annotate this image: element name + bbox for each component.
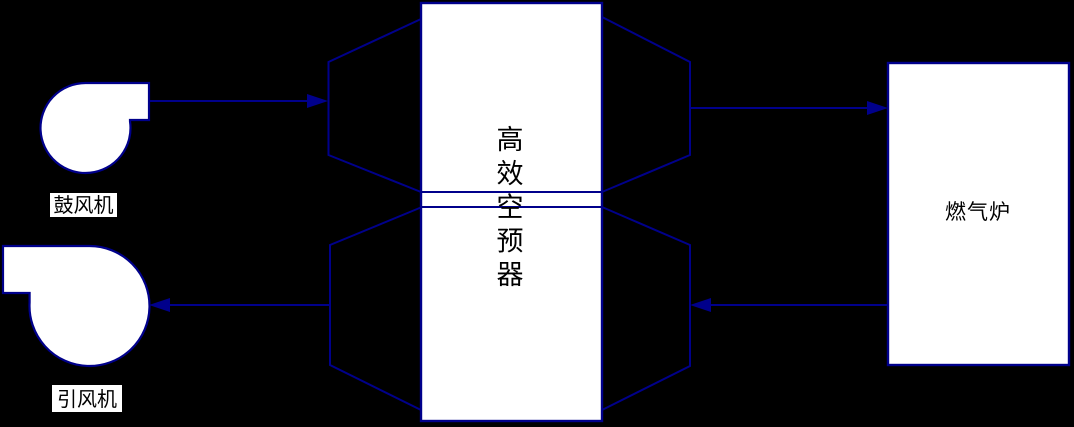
arrow-preheater-to-induced-fan	[149, 298, 330, 312]
arrow-furnace-to-preheater-head-icon	[690, 298, 711, 312]
furnace-box	[886, 61, 1071, 367]
preheater-label-char-1: 高	[497, 125, 524, 155]
preheater-label-char-4: 预	[497, 226, 524, 256]
duct-funnel-bottom-right	[601, 206, 691, 411]
blower-label-bg	[50, 193, 117, 217]
preheater-label-char-3: 空	[497, 193, 524, 223]
blower-label-group: 鼓风机	[50, 193, 117, 217]
preheater-label: 高 效 空 预 器	[497, 125, 524, 290]
induced-fan-label: 引风机	[57, 388, 117, 411]
induced-fan-icon	[1, 244, 151, 368]
blower-fan-icon	[39, 81, 151, 175]
preheater-label-char-5: 器	[497, 260, 524, 290]
arrow-furnace-to-preheater	[690, 298, 888, 312]
duct-funnel-bottom-left	[329, 206, 423, 411]
induced-fan-label-bg	[52, 385, 122, 412]
furnace-label: 燃气炉	[945, 201, 1011, 224]
duct-funnel-top-left	[327, 18, 422, 193]
blower-label: 鼓风机	[54, 194, 114, 217]
arrow-preheater-to-induced-fan-head-icon	[149, 298, 170, 312]
arrow-blower-to-preheater-head-icon	[307, 94, 328, 108]
duct-funnel-top-right	[601, 16, 691, 193]
induced-fan-label-group: 引风机	[52, 385, 122, 412]
arrow-preheater-to-furnace-head-icon	[867, 101, 888, 115]
preheater-box	[419, 1, 604, 423]
preheater-label-char-2: 效	[497, 159, 524, 189]
arrow-blower-to-preheater	[149, 94, 328, 108]
arrow-preheater-to-furnace	[690, 101, 888, 115]
